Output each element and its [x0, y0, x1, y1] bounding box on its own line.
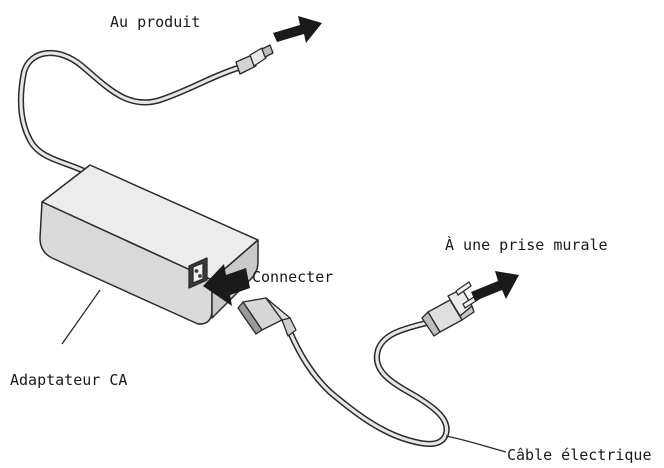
to-product-label: Au produit	[110, 13, 200, 31]
ac-connector	[237, 297, 297, 337]
connect-arrow	[203, 264, 250, 306]
power-cable-label: Câble électrique	[507, 446, 652, 464]
plug-prong	[455, 281, 472, 296]
ac-adapter-label: Adaptateur CA	[10, 371, 127, 389]
dc-cable	[17, 50, 242, 177]
dc-plug	[235, 44, 274, 75]
power-cable-leader	[445, 435, 507, 453]
to-wall-outlet-label: À une prise murale	[445, 235, 608, 254]
connect-label: Connecter	[252, 268, 333, 286]
wall-plug	[421, 281, 480, 337]
power-cable	[286, 318, 450, 448]
ac-adapter-leader	[61, 289, 101, 345]
to-product-arrow	[273, 16, 322, 43]
to-wall-outlet-arrow	[471, 271, 519, 301]
